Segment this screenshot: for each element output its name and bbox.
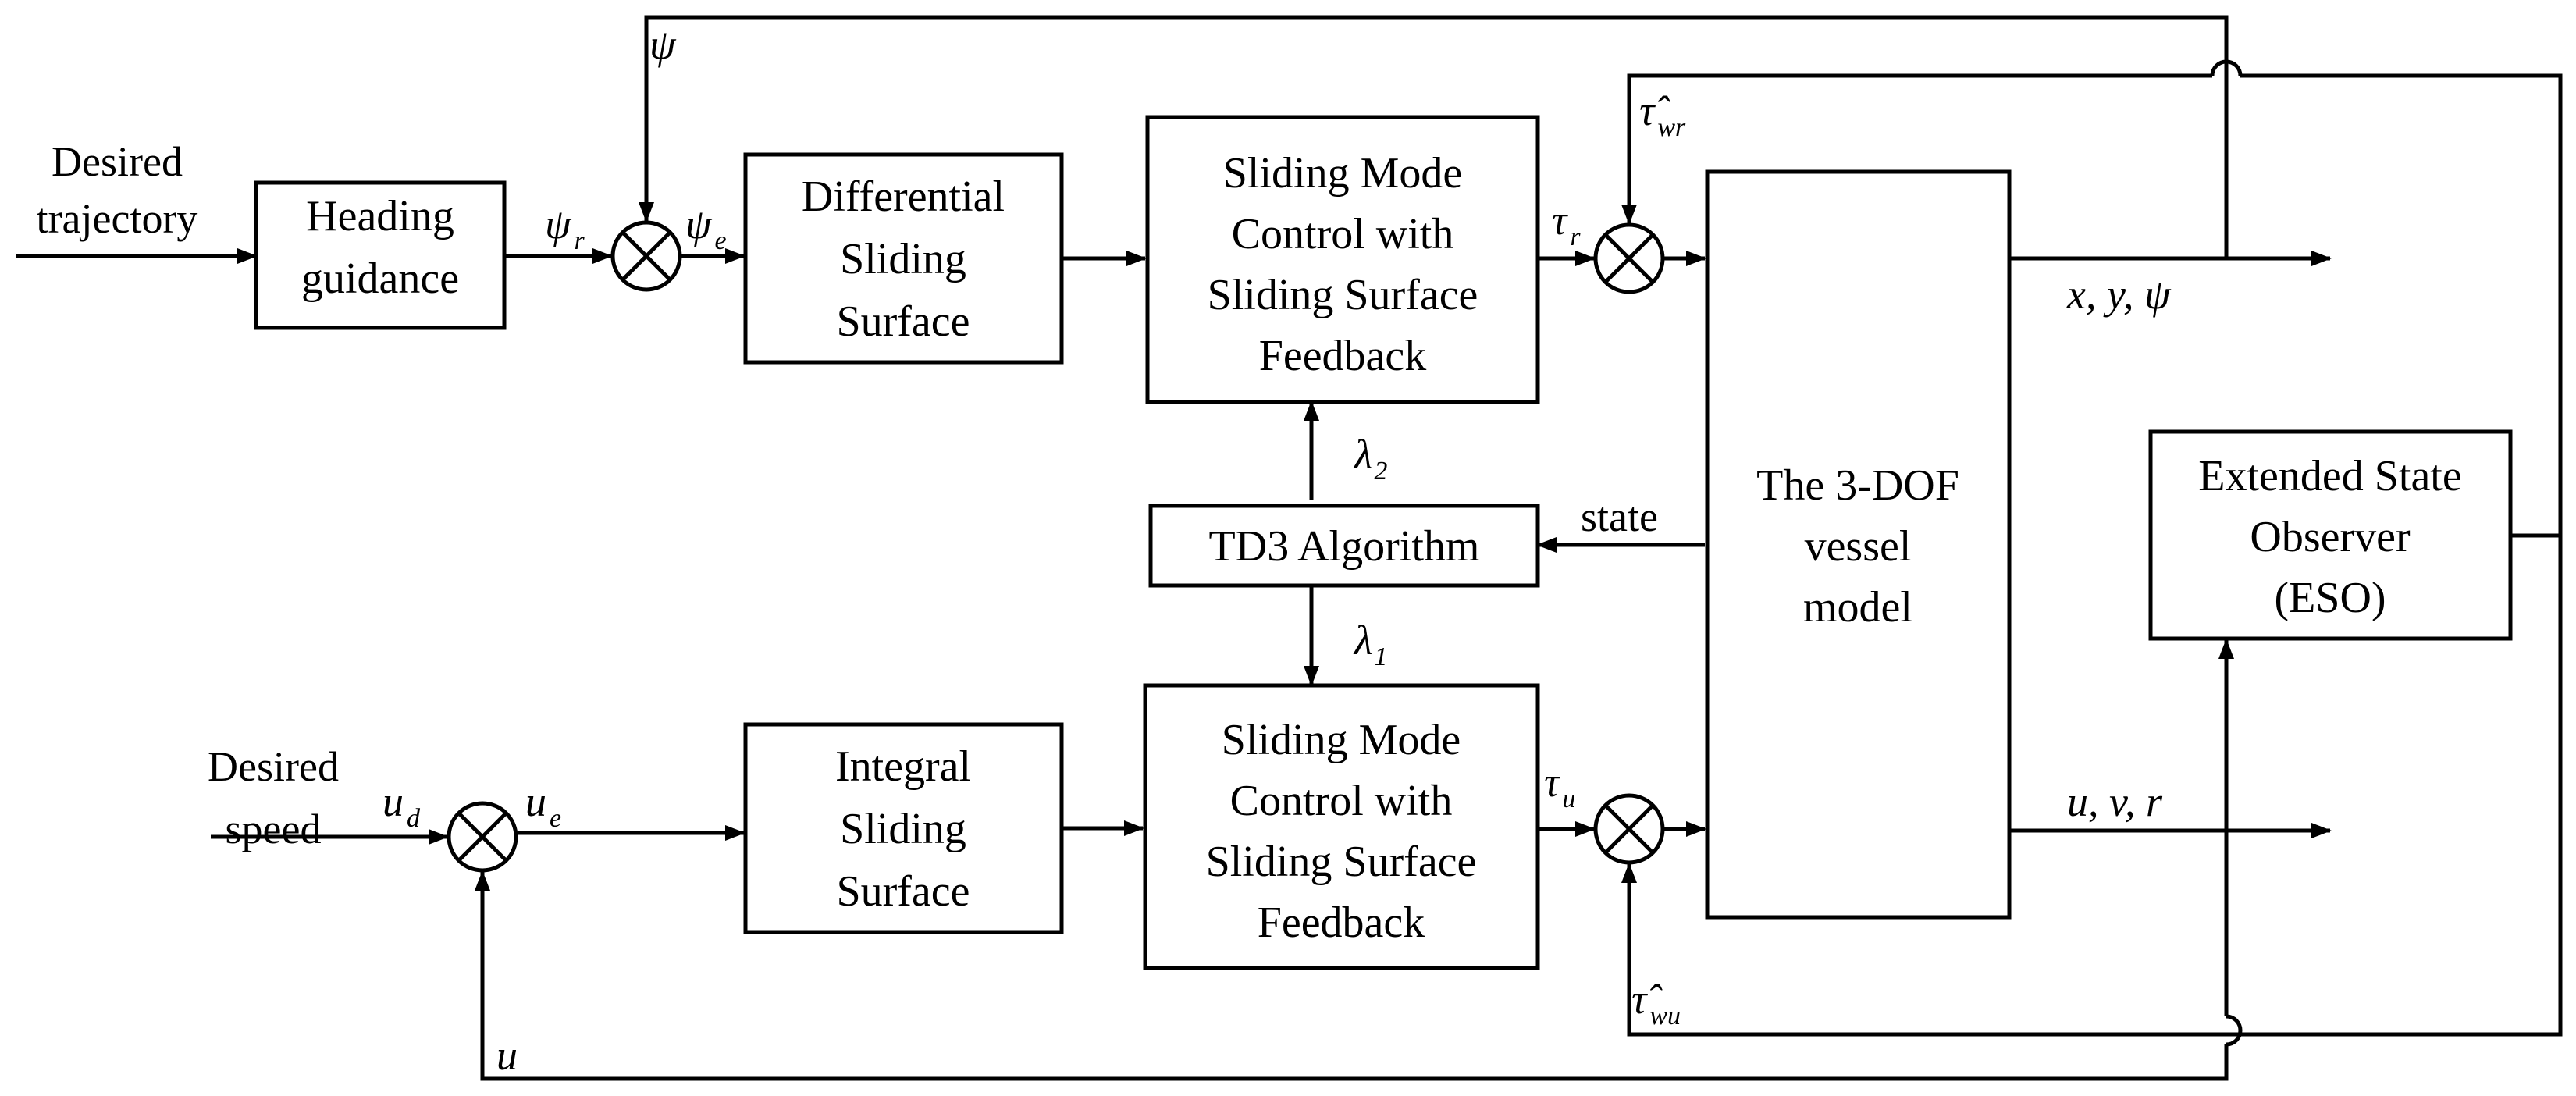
vessel-model-label-2: vessel — [1805, 522, 1912, 571]
differential-sliding-surface-block: Differential Sliding Surface — [743, 152, 1064, 365]
summing-junction-tau-u — [1593, 793, 1665, 865]
psi-feedback-label: ψ — [649, 21, 677, 68]
tau-r-sub: r — [1570, 222, 1581, 251]
td3-algorithm-block: TD3 Algorithm — [1148, 504, 1540, 588]
lambda2-base: λ — [1353, 431, 1372, 478]
tau-wu-hat-label: τ̂wu — [1631, 976, 1681, 1030]
tau-wr-hat-label: τ̂wr — [1639, 87, 1686, 142]
smc-top-label-4: Feedback — [1259, 332, 1427, 380]
eso-label-2: Observer — [2250, 513, 2411, 561]
output-pose-label: x, y, ψ — [2066, 271, 2172, 318]
smc-bottom-label-4: Feedback — [1258, 899, 1425, 947]
summing-junction-heading — [610, 220, 682, 292]
vessel-model-block: The 3-DOF vessel model — [1705, 169, 2012, 920]
smc-bottom-block: Sliding Mode Control with Sliding Surfac… — [1143, 683, 1540, 970]
heading-guidance-block: Heading guidance — [254, 180, 507, 330]
tau-u-sub: u — [1562, 785, 1575, 813]
signal-wires — [16, 15, 2563, 1081]
differential-sliding-label-1: Differential — [802, 173, 1005, 221]
smc-bottom-label-3: Sliding Surface — [1206, 838, 1477, 886]
lambda2-label: λ2 — [1353, 431, 1387, 486]
smc-bottom-label-1: Sliding Mode — [1222, 716, 1461, 764]
vessel-model-label-1: The 3-DOF — [1756, 461, 1959, 510]
smc-top-label-3: Sliding Surface — [1208, 271, 1478, 319]
smc-top-block: Sliding Mode Control with Sliding Surfac… — [1145, 115, 1540, 404]
smc-bottom-label-2: Control with — [1230, 777, 1453, 825]
heading-guidance-label-1: Heading — [306, 192, 454, 240]
lambda1-base: λ — [1353, 617, 1372, 664]
heading-guidance-label-2: guidance — [301, 254, 459, 303]
integral-sliding-label-3: Surface — [836, 867, 970, 916]
desired-trajectory-label-2: trajectory — [37, 195, 198, 242]
eso-block: Extended State Observer (ESO) — [2148, 429, 2513, 641]
integral-sliding-label-1: Integral — [835, 742, 971, 791]
tau-u-base: τ — [1544, 759, 1560, 806]
summing-junction-tau-r — [1593, 222, 1665, 294]
psi-r-sub: r — [575, 226, 585, 255]
differential-sliding-label-3: Surface — [836, 297, 970, 346]
u-e-base: u — [525, 778, 546, 825]
psi-r-base: ψ — [545, 201, 572, 247]
vessel-model-label-3: model — [1803, 583, 1912, 632]
psi-e-base: ψ — [685, 201, 713, 247]
state-label: state — [1581, 493, 1658, 540]
smc-top-label-1: Sliding Mode — [1223, 149, 1462, 197]
tau-wu-hat-sub: wu — [1649, 1002, 1681, 1030]
u-feedback-label: u — [496, 1032, 518, 1079]
u-d-sub: d — [407, 804, 421, 833]
integral-sliding-label-2: Sliding — [840, 805, 966, 853]
tau-wr-hat-sub: wr — [1657, 113, 1686, 142]
eso-label-1: Extended State — [2198, 452, 2461, 500]
desired-speed-label-1: Desired — [208, 743, 339, 790]
tau-r-base: τ — [1552, 197, 1568, 244]
td3-algorithm-label: TD3 Algorithm — [1209, 522, 1480, 571]
psi-e-sub: e — [715, 226, 727, 255]
u-d-base: u — [382, 778, 404, 825]
smc-top-label-2: Control with — [1232, 210, 1454, 258]
lambda2-sub: 2 — [1374, 457, 1387, 486]
integral-sliding-surface-block: Integral Sliding Surface — [743, 722, 1064, 934]
eso-label-3: (ESO) — [2274, 574, 2386, 622]
lambda1-label: λ1 — [1353, 617, 1387, 671]
u-e-sub: e — [550, 804, 561, 833]
differential-sliding-label-2: Sliding — [840, 235, 966, 283]
lambda1-sub: 1 — [1374, 642, 1387, 671]
output-velocity-label: u, v, r — [2067, 778, 2163, 825]
desired-speed-label-2: speed — [226, 806, 322, 852]
desired-trajectory-label-1: Desired — [52, 138, 183, 185]
summing-junction-speed — [447, 801, 518, 873]
